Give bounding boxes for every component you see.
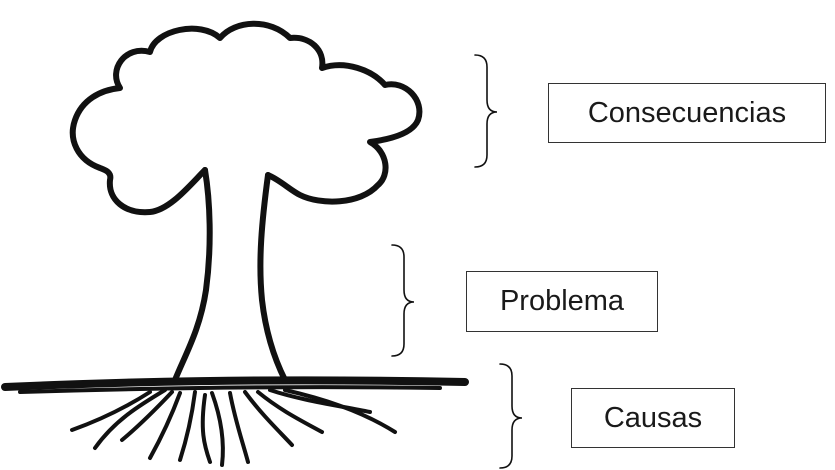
tree-roots bbox=[70, 388, 397, 467]
tree-crown bbox=[69, 20, 423, 216]
ground-line-shadow bbox=[18, 385, 442, 394]
causes-label-text: Causas bbox=[603, 401, 703, 434]
problem-label: Problema bbox=[466, 271, 658, 332]
brace-causes bbox=[499, 363, 523, 469]
brace-consequences bbox=[474, 54, 498, 168]
tree-trunk-right bbox=[257, 172, 288, 383]
ground-line bbox=[1, 376, 469, 391]
consequences-label-text: Consecuencias bbox=[587, 96, 787, 129]
consequences-label: Consecuencias bbox=[548, 83, 826, 143]
causes-label: Causas bbox=[571, 388, 735, 448]
tree-trunk-left bbox=[172, 167, 213, 383]
problem-label-text: Problema bbox=[499, 285, 625, 317]
brace-problem bbox=[391, 244, 415, 357]
